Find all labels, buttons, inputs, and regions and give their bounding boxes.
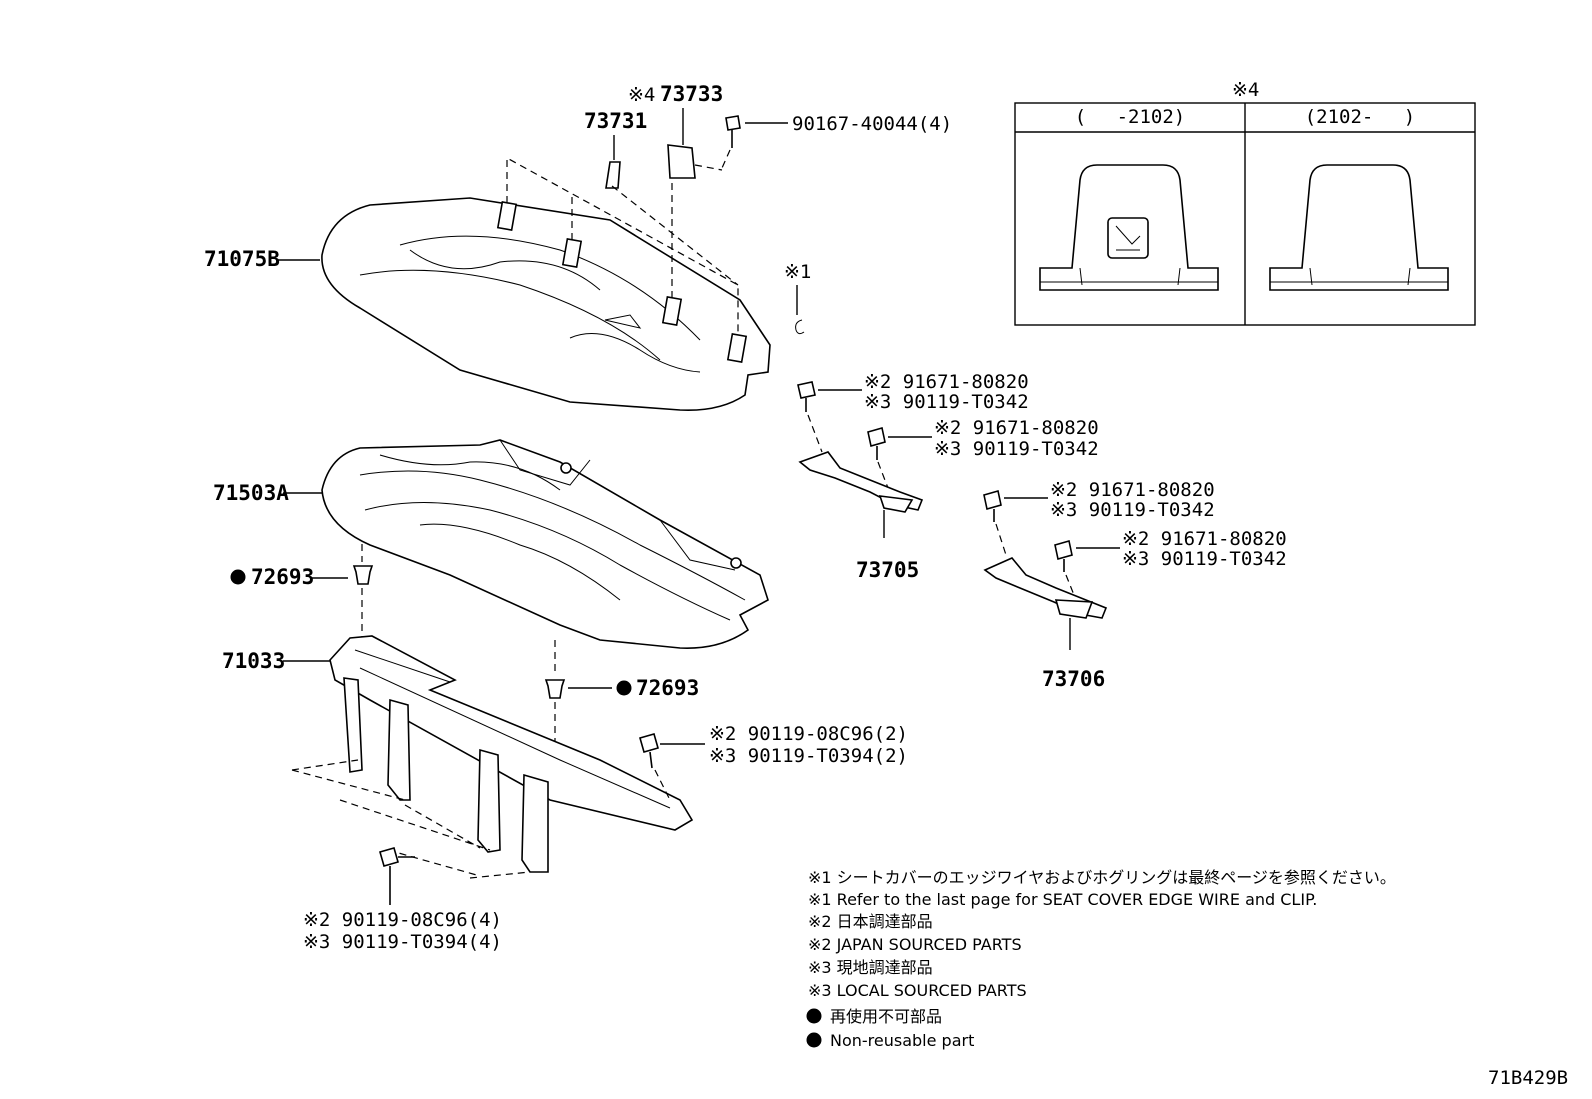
bolt-icon xyxy=(1054,539,1073,561)
seat-cushion-71503A: 71503A xyxy=(213,439,769,649)
legend-line-4: ※2 JAPAN SOURCED PARTS xyxy=(808,935,1022,954)
label-bolt6-line2: ※3 90119-T0394(4) xyxy=(303,931,502,953)
label-71033: 71033 xyxy=(222,649,285,673)
hook-73706: ※2 91671-80820 ※3 90119-T0342 ※2 91671-8… xyxy=(983,479,1287,691)
seat-frame-71033: 71033 xyxy=(222,635,694,879)
inset-col-right: (2102- ) xyxy=(1305,106,1416,128)
non-reusable-dot-icon xyxy=(616,680,632,696)
label-bolt3-line2: ※3 90119-T0342 xyxy=(1050,499,1215,521)
legend-line-5: ※3 現地調達部品 xyxy=(808,958,933,977)
part-73733-group: ※4 73733 xyxy=(628,82,723,179)
label-bolt1-line1: ※2 91671-80820 xyxy=(864,371,1029,393)
label-bolt2-line1: ※2 91671-80820 xyxy=(934,417,1099,439)
bolt-90119-right: ※2 90119-08C96(2) ※3 90119-T0394(2) xyxy=(639,723,908,801)
label-73705: 73705 xyxy=(856,558,919,582)
part-90167-group: 90167-40044(4) xyxy=(721,113,952,169)
clip-72693-right: 72693 xyxy=(544,640,699,790)
screw-90167 xyxy=(725,115,741,131)
bolt-icon xyxy=(797,381,816,399)
hook-73705: ※2 91671-80820 ※3 90119-T0342 ※2 91671-8… xyxy=(797,371,1099,582)
label-72693-right: 72693 xyxy=(636,676,699,700)
legend-line-8: Non-reusable part xyxy=(830,1031,974,1050)
inset-left-frame xyxy=(1039,164,1219,291)
label-bolt4-line2: ※3 90119-T0342 xyxy=(1122,548,1287,570)
bolt-90119-bottom: ※2 90119-08C96(4) ※3 90119-T0394(4) xyxy=(303,847,502,953)
label-90167: 90167-40044(4) xyxy=(792,113,952,135)
bolt-icon xyxy=(379,847,399,867)
inset-box: ※4 ( -2102) (2102- ) xyxy=(1014,79,1476,326)
label-72693-left: 72693 xyxy=(251,565,314,589)
inset-col-left: ( -2102) xyxy=(1075,106,1186,128)
figure-id: 71B429B xyxy=(1488,1067,1568,1089)
part-73731-group: 73731 xyxy=(584,109,647,189)
legend-line-1: ※1 シートカバーのエッジワイヤおよびホグリングは最終ページを参照ください。 xyxy=(808,868,1396,887)
clip-72693-left: 72693 xyxy=(230,544,374,640)
label-bolt6-line1: ※2 90119-08C96(4) xyxy=(303,909,502,931)
label-71075B: 71075B xyxy=(204,247,280,271)
bolt-icon xyxy=(639,733,659,753)
label-bolt5-line2: ※3 90119-T0394(2) xyxy=(709,745,908,767)
label-bolt1-line2: ※3 90119-T0342 xyxy=(864,391,1029,413)
label-73733: 73733 xyxy=(660,82,723,106)
legend-line-2: ※1 Refer to the last page for SEAT COVER… xyxy=(808,890,1317,909)
legend-line-3: ※2 日本調達部品 xyxy=(808,912,933,931)
inset-right-frame xyxy=(1269,164,1449,291)
inset-mark: ※4 xyxy=(1232,79,1259,101)
label-73731: 73731 xyxy=(584,109,647,133)
bolt-icon xyxy=(867,426,886,448)
legend-line-7: 再使用不可部品 xyxy=(830,1007,942,1026)
clip-73731 xyxy=(605,161,621,189)
legend: ※1 シートカバーのエッジワイヤおよびホグリングは最終ページを参照ください。 ※… xyxy=(806,868,1396,1050)
bracket-73733 xyxy=(667,144,696,179)
seat-cover-71075B: 71075B xyxy=(204,156,771,412)
non-reusable-dot-icon xyxy=(806,1008,822,1024)
label-73733-prefix: ※4 xyxy=(628,84,655,106)
bolt-icon xyxy=(983,489,1002,511)
legend-line-6: ※3 LOCAL SOURCED PARTS xyxy=(808,981,1027,1000)
hog-ring-icon xyxy=(795,319,805,335)
non-reusable-dot-icon xyxy=(230,569,246,585)
non-reusable-dot-icon xyxy=(806,1032,822,1048)
label-bolt5-line1: ※2 90119-08C96(2) xyxy=(709,723,908,745)
label-bolt4-line1: ※2 91671-80820 xyxy=(1122,528,1287,550)
label-bolt2-line2: ※3 90119-T0342 xyxy=(934,438,1099,460)
label-bolt3-line1: ※2 91671-80820 xyxy=(1050,479,1215,501)
label-71503A: 71503A xyxy=(213,481,289,505)
note1-marker: ※1 xyxy=(784,261,811,335)
label-73706: 73706 xyxy=(1042,667,1105,691)
label-note1: ※1 xyxy=(784,261,811,283)
